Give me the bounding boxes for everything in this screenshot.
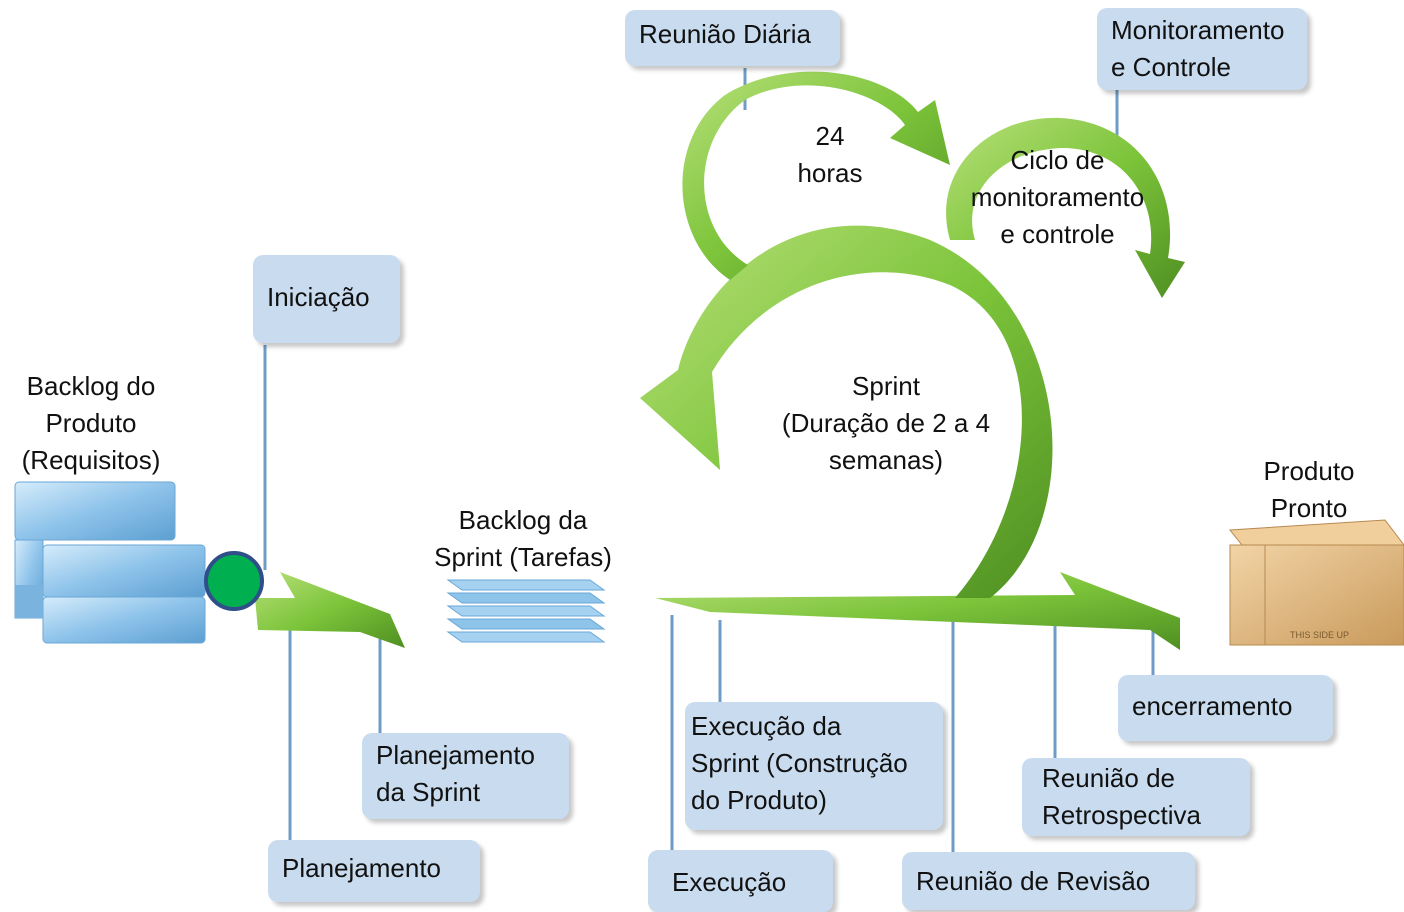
execucao-sprint-line-3: do Produto) bbox=[691, 785, 827, 815]
box-retrospectiva: Reunião de Retrospectiva bbox=[1022, 758, 1250, 836]
horas-label: 24 horas bbox=[770, 118, 890, 192]
reuniao-diaria-text: Reunião Diária bbox=[639, 19, 811, 49]
backlog-sprint-line-1: Backlog da bbox=[458, 505, 588, 535]
backlog-produto-line-1: Backlog do bbox=[26, 371, 156, 401]
monitoramento-line-1: Monitoramento bbox=[1111, 15, 1285, 45]
encerramento-text: encerramento bbox=[1132, 691, 1293, 721]
start-marker-icon bbox=[204, 551, 264, 611]
box-encerramento: encerramento bbox=[1118, 675, 1333, 741]
ciclo-label: Ciclo de monitoramento e controle bbox=[955, 142, 1160, 253]
backlog-produto-label: Backlog do Produto (Requisitos) bbox=[5, 368, 177, 479]
planejamento-sprint-line-2: da Sprint bbox=[376, 777, 481, 807]
produto-pronto-line-2: Pronto bbox=[1270, 493, 1348, 523]
backlog-produto-line-3: (Requisitos) bbox=[21, 445, 161, 475]
sprint-label: Sprint (Duração de 2 a 4 semanas) bbox=[760, 368, 1012, 479]
reuniao-revisao-text: Reunião de Revisão bbox=[916, 866, 1151, 896]
sprint-loop-arrow-icon bbox=[640, 225, 1053, 598]
ciclo-line-2: monitoramento bbox=[970, 182, 1145, 212]
planejamento-sprint-line-1: Planejamento bbox=[376, 740, 535, 770]
produto-pronto-label: Produto Pronto bbox=[1245, 453, 1373, 527]
backlog-sprint-label: Backlog da Sprint (Tarefas) bbox=[412, 502, 634, 576]
horas-line-2: horas bbox=[797, 158, 863, 188]
sprint-backlog-stack-icon bbox=[446, 579, 606, 643]
ciclo-line-3: e controle bbox=[1000, 219, 1115, 249]
box-execucao-sprint: Execução da Sprint (Construção do Produt… bbox=[685, 702, 943, 830]
sprint-line-2: (Duração de 2 a 4 bbox=[781, 408, 991, 438]
execucao-sprint-line-1: Execução da bbox=[691, 711, 842, 741]
monitoring-loop-arrow-icon bbox=[946, 117, 1185, 298]
backlog-sprint-line-2: Sprint (Tarefas) bbox=[434, 542, 612, 572]
execucao-text: Execução bbox=[672, 867, 787, 897]
sprint-line-1: Sprint bbox=[852, 371, 920, 401]
box-planejamento: Planejamento bbox=[268, 840, 480, 902]
retrospectiva-line-2: Retrospectiva bbox=[1042, 800, 1201, 830]
execucao-sprint-line-2: Sprint (Construção bbox=[691, 748, 908, 778]
daily-loop-arrow-icon bbox=[682, 71, 950, 280]
execution-arrow-icon bbox=[655, 572, 1180, 650]
finished-product-box-icon: THIS SIDE UP bbox=[1229, 519, 1404, 646]
box-execucao: Execução bbox=[648, 850, 833, 912]
product-backlog-stack-icon bbox=[14, 481, 206, 644]
box-reuniao-diaria: Reunião Diária bbox=[625, 10, 840, 66]
box-planejamento-sprint: Planejamento da Sprint bbox=[362, 733, 569, 819]
produto-pronto-line-1: Produto bbox=[1263, 456, 1355, 486]
sprint-line-3: semanas) bbox=[828, 445, 944, 475]
iniciacao-text: Iniciação bbox=[267, 282, 370, 312]
retrospectiva-line-1: Reunião de bbox=[1042, 763, 1175, 793]
planejamento-text: Planejamento bbox=[282, 853, 441, 883]
box-reuniao-revisao: Reunião de Revisão bbox=[902, 852, 1195, 910]
backlog-produto-line-2: Produto bbox=[45, 408, 137, 438]
ciclo-line-1: Ciclo de bbox=[1010, 145, 1105, 175]
planning-arrow-icon bbox=[255, 572, 405, 648]
box-stamp-text: THIS SIDE UP bbox=[1290, 630, 1349, 640]
box-iniciacao: Iniciação bbox=[253, 255, 400, 343]
horas-line-1: 24 bbox=[815, 121, 845, 151]
monitoramento-line-2: e Controle bbox=[1111, 52, 1231, 82]
box-monitoramento-controle: Monitoramento e Controle bbox=[1097, 8, 1307, 90]
